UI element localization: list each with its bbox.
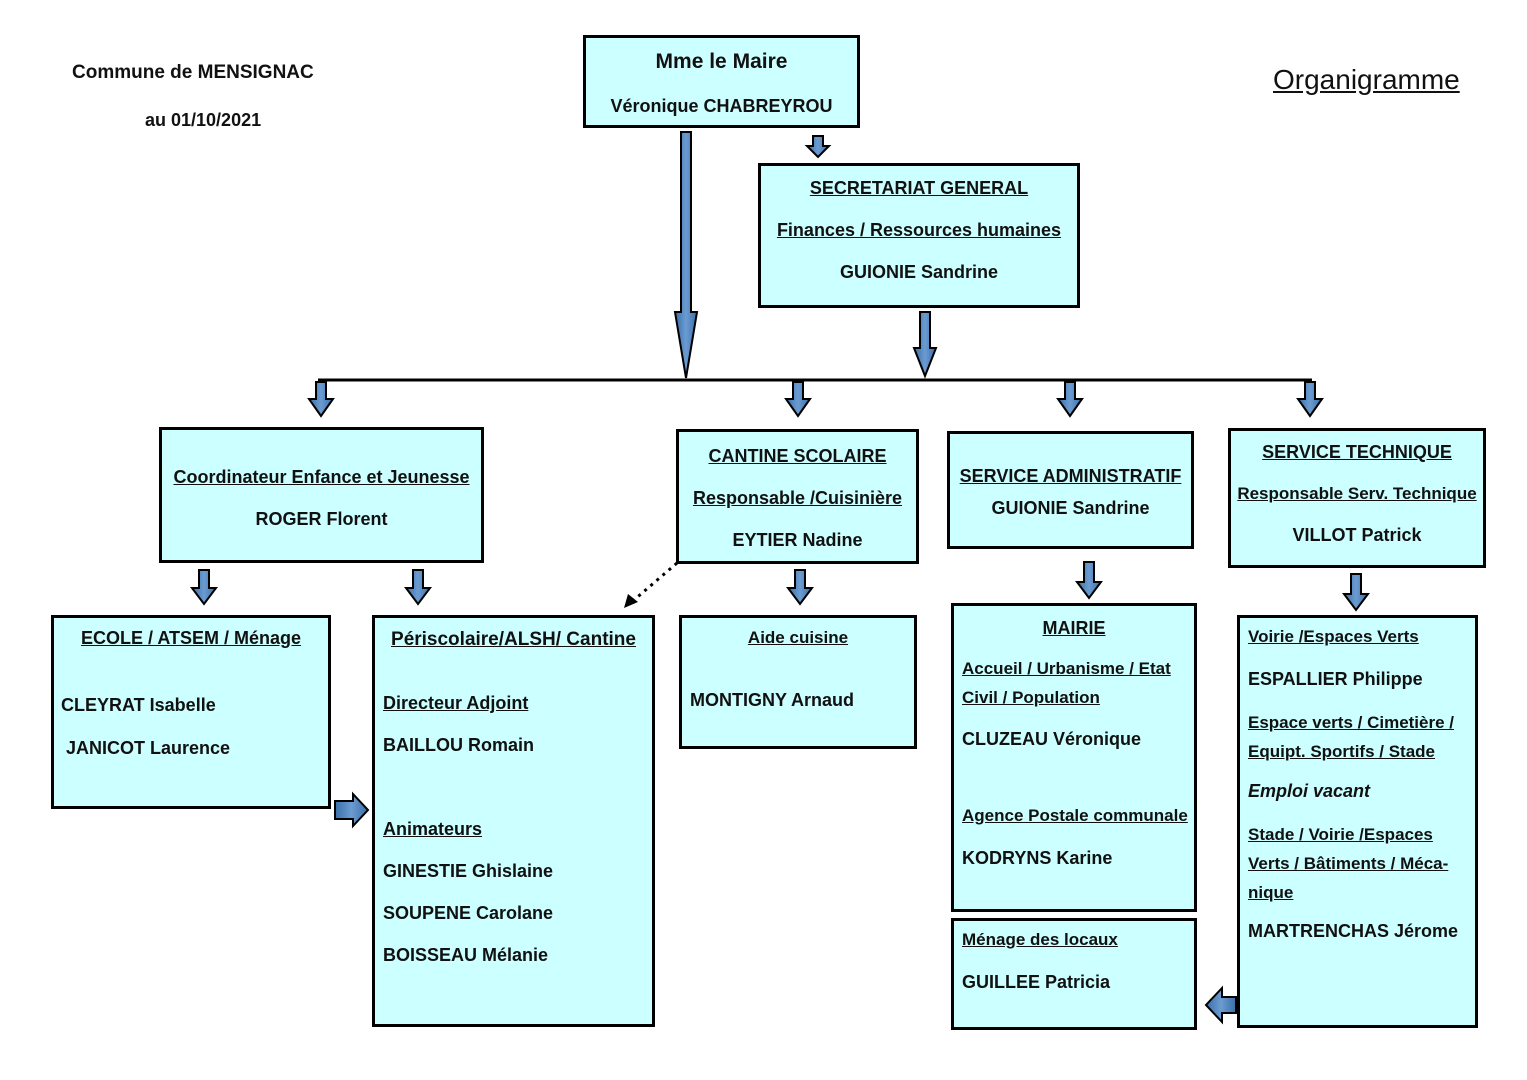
- bus-to-admin-arrow: [1056, 381, 1084, 418]
- cantine-title: CANTINE SCOLAIRE: [708, 446, 887, 466]
- animateurs-label: Animateurs: [383, 819, 483, 839]
- aide-cuisine-name: MONTIGNY Arnaud: [690, 690, 855, 710]
- secretariat-subtitle: Finances / Ressources humaines: [776, 220, 1062, 240]
- coordinateur-title: Coordinateur Enfance et Jeunesse: [173, 467, 470, 487]
- service-tech-box: SERVICE TECHNIQUE Responsable Serv. Tech…: [1228, 428, 1486, 568]
- accueil-name: CLUZEAU Véronique: [962, 729, 1142, 749]
- coordinateur-name: ROGER Florent: [255, 509, 388, 529]
- voirie-label-2: Espace verts / Cimetière / Equipt. Sport…: [1248, 713, 1455, 761]
- service-tech-title: SERVICE TECHNIQUE: [1262, 442, 1452, 462]
- accueil-label: Accueil / Urbanisme / Etat Civil / Popul…: [962, 659, 1171, 707]
- voirie-box: Voirie /Espaces Verts ESPALLIER Philippe…: [1237, 615, 1478, 1028]
- ecole-name-2: JANICOT Laurence: [66, 738, 231, 758]
- coordinateur-box: Coordinateur Enfance et Jeunesse ROGER F…: [159, 427, 484, 563]
- cantine-name: EYTIER Nadine: [732, 530, 863, 550]
- admin-to-mairie-arrow: [1075, 561, 1103, 600]
- voirie-label-3: Stade / Voirie /Espaces Verts / Bâtiment…: [1248, 825, 1449, 902]
- service-admin-name: GUIONIE Sandrine: [991, 498, 1150, 518]
- aide-cuisine-box: Aide cuisine MONTIGNY Arnaud: [679, 615, 917, 749]
- org-date: au 01/10/2021: [145, 110, 262, 130]
- agence-name: KODRYNS Karine: [962, 848, 1113, 868]
- ecole-box: ECOLE / ATSEM / Ménage CLEYRAT Isabelle …: [51, 615, 331, 809]
- coordinateur-to-ecole-arrow: [190, 569, 218, 606]
- menage-title: Ménage des locaux: [962, 930, 1118, 949]
- voirie-to-menage-arrow: [1204, 985, 1237, 1025]
- service-tech-role: Responsable Serv. Technique: [1237, 484, 1477, 503]
- secretariat-box: SECRETARIAT GENERAL Finances / Ressource…: [758, 163, 1080, 308]
- technique-to-voirie-arrow: [1342, 573, 1370, 612]
- ecole-to-periscolaire-arrow: [334, 791, 370, 829]
- periscolaire-box: Périscolaire/ALSH/ Cantine Directeur Adj…: [372, 615, 655, 1027]
- periscolaire-title: Périscolaire/ALSH/ Cantine: [391, 629, 636, 650]
- animateur-name-1: GINESTIE Ghislaine: [383, 861, 554, 881]
- voirie-name-3: MARTRENCHAS Jérome: [1248, 921, 1459, 941]
- bus-to-technique-arrow: [1296, 381, 1324, 418]
- secretariat-title: SECRETARIAT GENERAL: [809, 178, 1029, 198]
- secretariat-to-bus-arrow: [912, 311, 938, 379]
- page-title: Organigramme: [1273, 64, 1460, 95]
- menage-box: Ménage des locaux GUILLEE Patricia: [951, 918, 1197, 1030]
- ecole-name-1: CLEYRAT Isabelle: [61, 695, 216, 715]
- animateur-name-3: BOISSEAU Mélanie: [383, 945, 549, 965]
- mairie-title: MAIRIE: [1042, 618, 1106, 638]
- mairie-box: MAIRIE Accueil / Urbanisme / Etat Civil …: [951, 603, 1197, 912]
- maire-to-bus-arrow: [673, 131, 699, 379]
- secretariat-name: GUIONIE Sandrine: [839, 262, 999, 282]
- dotted-arrowhead: [624, 594, 638, 608]
- ecole-title: ECOLE / ATSEM / Ménage: [80, 628, 302, 648]
- voirie-name-1: ESPALLIER Philippe: [1248, 669, 1423, 689]
- maire-to-secretariat-arrow: [804, 135, 832, 159]
- commune-name: Commune de MENSIGNAC: [72, 62, 314, 83]
- service-tech-name: VILLOT Patrick: [1292, 525, 1422, 545]
- bus-to-coordinateur-arrow: [307, 381, 335, 418]
- coordinateur-to-periscolaire-arrow: [404, 569, 432, 606]
- directeur-label: Directeur Adjoint: [383, 693, 529, 713]
- emploi-vacant: Emploi vacant: [1248, 781, 1371, 801]
- cantine-box: CANTINE SCOLAIRE Responsable /Cuisinière…: [676, 429, 919, 564]
- animateur-name-2: SOUPENE Carolane: [383, 903, 554, 923]
- voirie-label-1: Voirie /Espaces Verts: [1248, 627, 1419, 646]
- service-admin-box: SERVICE ADMINISTRATIF GUIONIE Sandrine: [947, 431, 1194, 549]
- maire-name: Véronique CHABREYROU: [610, 96, 833, 116]
- maire-title: Mme le Maire: [655, 50, 788, 73]
- directeur-name: BAILLOU Romain: [383, 735, 534, 755]
- cantine-role: Responsable /Cuisinière: [692, 488, 903, 508]
- cantine-to-aide-arrow: [786, 569, 814, 606]
- service-admin-title: SERVICE ADMINISTRATIF: [959, 466, 1182, 486]
- bus-to-cantine-arrow: [784, 381, 812, 418]
- menage-name: GUILLEE Patricia: [962, 972, 1111, 992]
- agence-label: Agence Postale communale: [962, 806, 1188, 825]
- cantine-to-periscolaire-dotted: [633, 561, 678, 602]
- aide-cuisine-title: Aide cuisine: [747, 628, 849, 647]
- maire-box: Mme le Maire Véronique CHABREYROU: [583, 35, 860, 128]
